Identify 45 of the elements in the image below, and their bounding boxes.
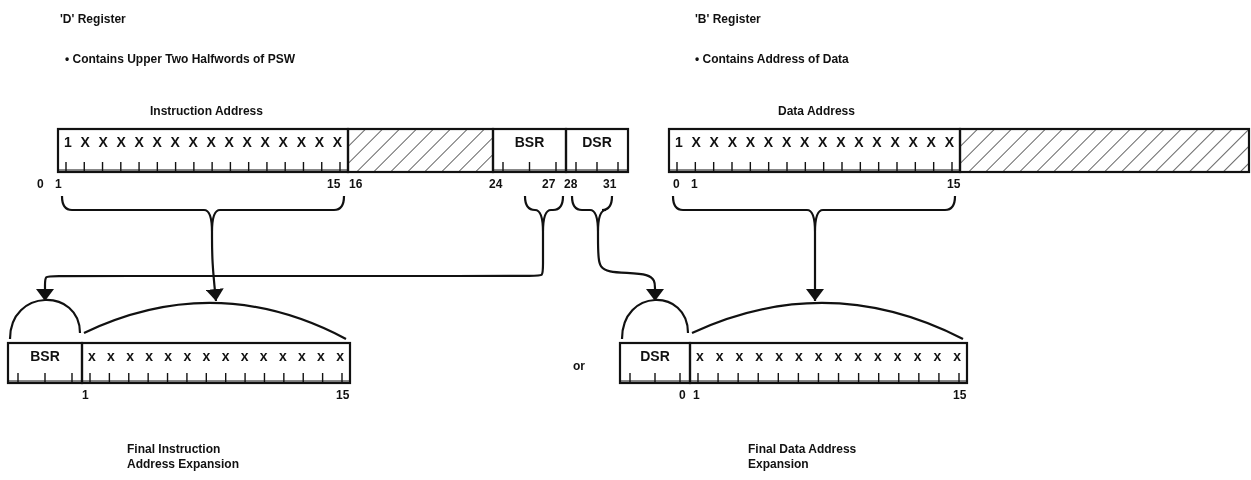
register-cell (620, 300, 690, 383)
bit-number: 27 (542, 177, 556, 192)
bit-number: 0 (673, 177, 680, 192)
register-cell (8, 300, 82, 383)
bit-number: 15 (953, 388, 967, 403)
hatched-field (960, 129, 1249, 172)
register-field (82, 300, 350, 383)
arrow (806, 232, 824, 301)
bit-number: 28 (564, 177, 578, 192)
field-name: DSR (639, 348, 671, 364)
bit-number: 1 (55, 177, 62, 192)
arrow (36, 232, 545, 301)
arrow (596, 232, 664, 301)
hatched-field (348, 129, 493, 172)
bullet-note: • Contains Upper Two Halfwords of PSW (65, 52, 295, 67)
register-title: 'B' Register (695, 12, 761, 27)
field-name: BSR (513, 134, 546, 150)
field-name: DSR (581, 134, 613, 150)
arrow (205, 232, 224, 302)
bit-number: 16 (349, 177, 363, 192)
bit-pattern: 1 X X X X X X X X X X X X X X X (64, 134, 342, 150)
bit-number: 15 (336, 388, 350, 403)
field-heading: Data Address (778, 104, 855, 119)
connective-text: or (573, 359, 585, 374)
register-title: 'D' Register (60, 12, 126, 27)
bit-number: 31 (603, 177, 617, 192)
bit-number: 15 (327, 177, 341, 192)
register-field (669, 129, 960, 232)
bit-number: 15 (947, 177, 961, 192)
bit-pattern: x x x x x x x x x x x x x x (696, 348, 961, 364)
register-field (690, 300, 967, 383)
field-name: BSR (29, 348, 61, 364)
register-cell (566, 129, 628, 232)
bit-pattern: x x x x x x x x x x x x x x (88, 348, 344, 364)
bit-number: 0 (679, 388, 686, 403)
bit-number: 1 (691, 177, 698, 192)
bit-number: 1 (82, 388, 89, 403)
bit-number: 0 (37, 177, 44, 192)
field-heading: Instruction Address (150, 104, 263, 119)
bit-number: 24 (489, 177, 503, 192)
bullet-note: • Contains Address of Data (695, 52, 849, 67)
bit-number: 1 (693, 388, 700, 403)
bit-pattern: 1 X X X X X X X X X X X X X X X (675, 134, 954, 150)
caption: Final Instruction Address Expansion (127, 442, 241, 472)
caption: Final Data Address Expansion (748, 442, 858, 472)
